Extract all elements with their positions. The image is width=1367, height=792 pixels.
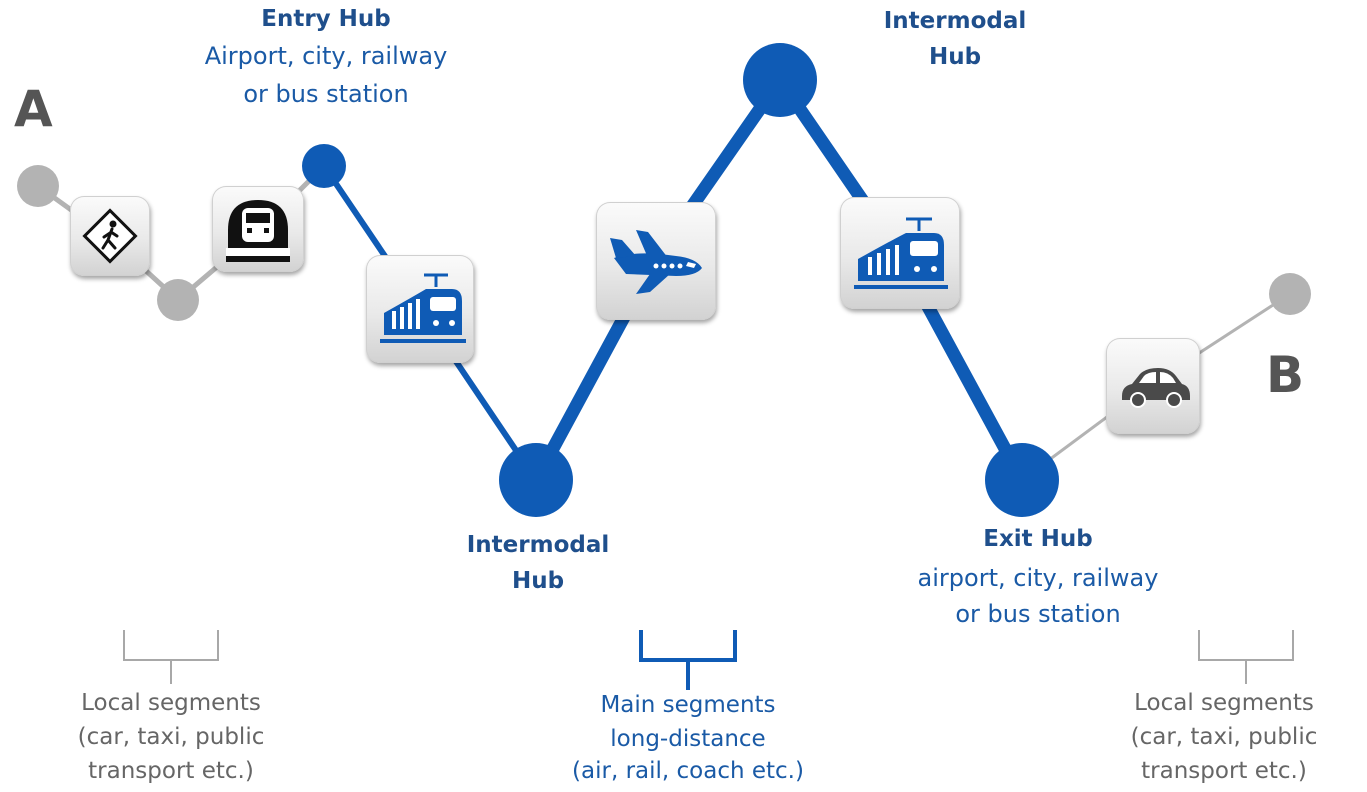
entry-hub-title: Entry Hub (261, 6, 391, 32)
local-mid-node (157, 279, 199, 321)
train-icon (854, 217, 948, 289)
entry-hub-line1: Airport, city, railway (204, 42, 448, 70)
start-node (17, 165, 59, 207)
train-tile-right (840, 197, 960, 309)
pedestrian-tile (70, 196, 150, 276)
bracket-local-right (1198, 630, 1294, 684)
entry-hub-node (302, 144, 346, 188)
intermodal-hub-low-node (499, 443, 573, 517)
intermodal-hub-high-line1: Intermodal (883, 8, 1027, 34)
bracket-local-left (123, 630, 219, 684)
exit-hub-line1: airport, city, railway (917, 564, 1159, 592)
metro-tile (212, 186, 304, 272)
airplane-icon (610, 230, 702, 294)
entry-hub-line2: or bus station (243, 80, 409, 108)
local-right-line3: transport etc.) (1141, 758, 1307, 784)
train-tile-left (366, 255, 474, 363)
intermodal-hub-high-line2: Hub (928, 44, 982, 70)
main-segments-line1: Main segments (600, 692, 776, 718)
exit-hub-title: Exit Hub (983, 526, 1093, 552)
car-tile (1106, 338, 1200, 434)
exit-hub-node (985, 443, 1059, 517)
local-left-line1: Local segments (81, 690, 261, 716)
airplane-tile (596, 202, 716, 320)
car-icon (1122, 368, 1190, 408)
main-segments-line3: (air, rail, coach etc.) (572, 758, 804, 784)
metro-icon (226, 200, 290, 262)
intermodal-hub-high-node (743, 43, 817, 117)
pedestrian-icon (82, 208, 138, 264)
start-label: A (14, 80, 53, 138)
local-left-line2: (car, taxi, public (77, 724, 265, 750)
bracket-main (639, 630, 737, 690)
end-label: B (1266, 346, 1305, 404)
exit-hub-line2: or bus station (955, 600, 1121, 628)
intermodal-hub-low-line2: Hub (511, 568, 565, 594)
local-right-line2: (car, taxi, public (1130, 724, 1318, 750)
train-icon (380, 273, 466, 343)
end-node (1269, 273, 1311, 315)
local-right-line1: Local segments (1134, 690, 1314, 716)
main-segments-line2: long-distance (610, 726, 766, 752)
local-left-line3: transport etc.) (88, 758, 254, 784)
intermodal-hub-low-line1: Intermodal (466, 532, 610, 558)
